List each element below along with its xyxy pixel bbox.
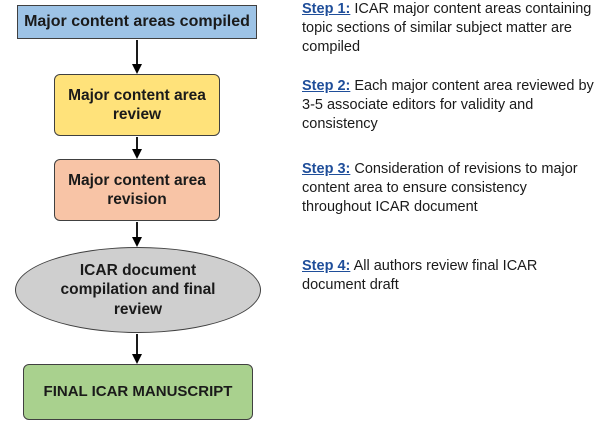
major-content-area-review-box: Major content area review — [54, 74, 220, 136]
step-2-description: Step 2: Each major content area reviewed… — [302, 77, 598, 134]
step-1-description: Step 1: ICAR major content areas contain… — [302, 0, 598, 57]
step-1-text: ICAR major content areas containing topi… — [302, 1, 592, 56]
step-2-text: Each major content area reviewed by 3-5 … — [302, 78, 594, 133]
final-icar-manuscript-box: FINAL ICAR MANUSCRIPT — [23, 364, 253, 420]
major-content-area-revision-box: Major content area revision — [54, 159, 220, 221]
major-content-areas-compiled-label: Major content areas compiled — [24, 13, 250, 30]
icar-document-compilation-ellipse — [15, 247, 261, 333]
step-4-description: Step 4: All authors review final ICAR do… — [302, 257, 598, 295]
step-1-label: Step 1: — [302, 1, 351, 17]
step-2-label: Step 2: — [302, 78, 351, 94]
step-3-label: Step 3: — [302, 161, 351, 177]
icar-document-compilation-box: ICAR document compilation and final revi… — [15, 247, 261, 333]
step-3-description: Step 3: Consideration of revisions to ma… — [302, 160, 598, 217]
major-content-area-review-label: Major content area review — [68, 86, 206, 123]
step-4-text: All authors review final ICAR document d… — [302, 258, 538, 294]
major-content-area-revision-label: Major content area revision — [68, 171, 206, 208]
icar-document-compilation-label: ICAR document compilation and final revi… — [60, 261, 216, 318]
step-4-label: Step 4: — [302, 258, 351, 274]
step-3-text: Consideration of revisions to major cont… — [302, 161, 578, 216]
major-content-areas-compiled-box: Major content areas compiled — [17, 5, 257, 39]
final-icar-manuscript-label: FINAL ICAR MANUSCRIPT — [43, 382, 233, 400]
